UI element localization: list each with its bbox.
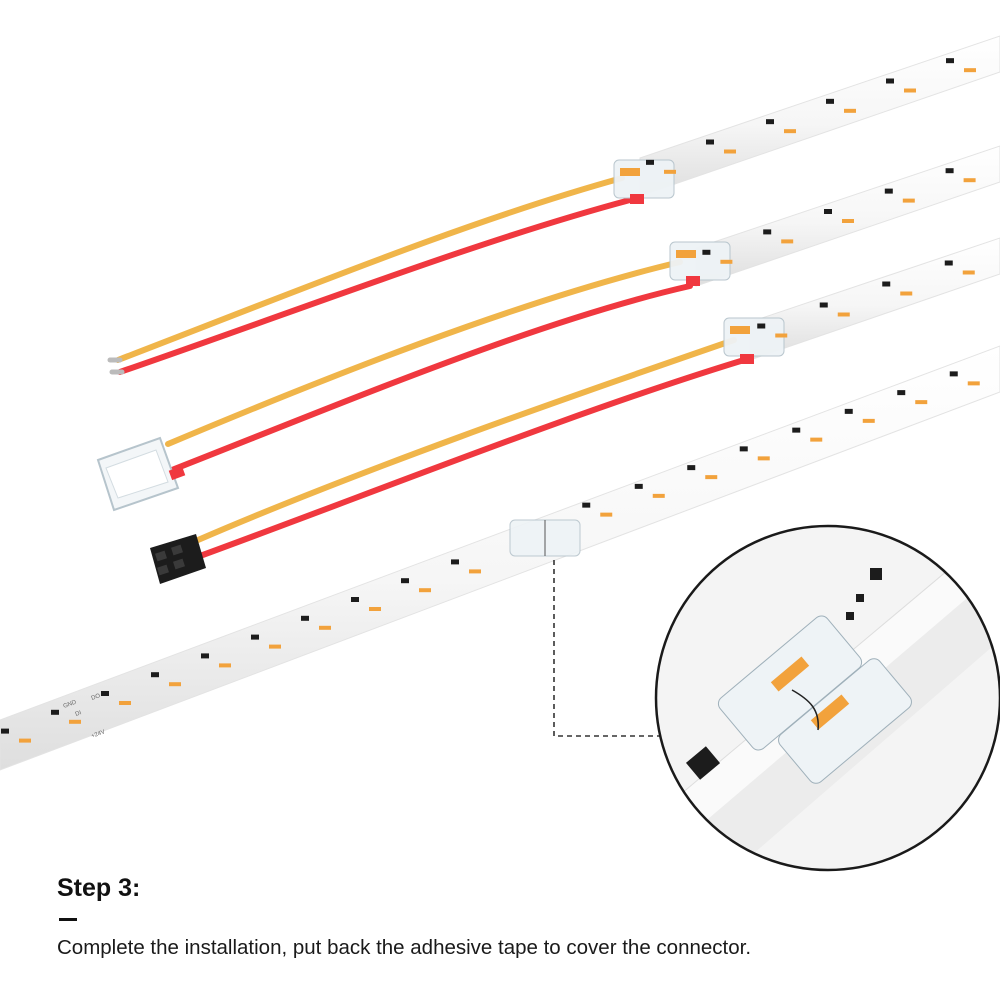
- zoom-leader-line: [553, 560, 662, 737]
- led-emitter: [724, 149, 736, 154]
- ic-chip: [706, 139, 714, 145]
- strip-clip-connector-2: [669, 241, 731, 286]
- ic-chip: [884, 188, 893, 194]
- ic-chip: [201, 653, 209, 659]
- strip-label-24v: +24V: [91, 729, 106, 739]
- ic-chip: [792, 427, 801, 433]
- ic-chip: [251, 634, 259, 640]
- ic-chip: [897, 390, 906, 396]
- strip-clip-connector-3: [723, 317, 785, 364]
- led-emitter: [757, 456, 770, 461]
- ic-chip: [763, 229, 772, 235]
- ic-chip: [451, 559, 459, 565]
- led-emitter: [784, 129, 796, 134]
- ic-chip: [844, 408, 853, 414]
- led-emitter: [781, 239, 794, 244]
- ic-chip: [944, 260, 953, 266]
- strip-joint-connector: [509, 519, 581, 557]
- ic-chip: [634, 483, 643, 489]
- led-emitter: [964, 68, 976, 73]
- strip-label-do: DO: [91, 693, 102, 702]
- ic-chip: [351, 597, 359, 602]
- led-emitter: [810, 437, 823, 442]
- ic-chip: [401, 578, 409, 584]
- ic-chip: [1, 728, 9, 734]
- led-emitter: [664, 169, 676, 174]
- led-emitter: [915, 400, 928, 405]
- led-emitter: [169, 682, 181, 687]
- led-emitter: [705, 475, 718, 480]
- led-emitter: [967, 381, 980, 386]
- ic-chip: [819, 302, 828, 308]
- led-strip-3: [749, 237, 1000, 361]
- led-emitter: [902, 198, 915, 203]
- led-emitter: [837, 312, 850, 317]
- ic-chip: [646, 159, 654, 165]
- led-emitter: [963, 178, 976, 183]
- zoom-detail: [654, 524, 1000, 872]
- ic-chip: [886, 78, 894, 84]
- led-emitter: [842, 219, 854, 223]
- jst-sm-connector-icon: [150, 534, 206, 584]
- led-strip-main: [0, 345, 1000, 771]
- led-emitter: [775, 333, 788, 338]
- led-emitter: [119, 701, 131, 705]
- ic-chip: [101, 691, 109, 696]
- strip-chips: [1, 58, 980, 743]
- strip-label-gnd: GND: [63, 699, 78, 709]
- led-emitter: [19, 738, 31, 743]
- ic-chip: [826, 98, 834, 104]
- led-emitter: [69, 719, 81, 724]
- ic-chip: [51, 709, 59, 715]
- led-emitter: [600, 512, 613, 517]
- ic-chip: [949, 371, 958, 377]
- ic-chip: [687, 465, 696, 471]
- led-emitter: [720, 259, 733, 264]
- ic-chip: [301, 615, 309, 621]
- led-emitter: [904, 88, 916, 93]
- led-emitter: [962, 270, 975, 275]
- ic-chip: [824, 209, 832, 214]
- led-emitter: [219, 663, 231, 668]
- ic-chip: [766, 119, 774, 125]
- led-emitter: [652, 493, 665, 498]
- ic-chip: [757, 323, 766, 329]
- step-title: Step 3:: [57, 874, 141, 902]
- ic-chip: [702, 249, 711, 255]
- led-emitter: [369, 607, 381, 611]
- ic-chip: [882, 281, 891, 287]
- step-description: Complete the installation, put back the …: [57, 936, 752, 959]
- wire-pair-3: [195, 337, 747, 559]
- led-emitter: [469, 569, 481, 574]
- strip-clip-connector-1: [613, 159, 675, 204]
- wire-pair-2: [165, 259, 693, 473]
- strip-clip-connector-icon: [96, 436, 186, 512]
- led-emitter: [319, 625, 331, 630]
- ic-chip: [945, 168, 954, 174]
- wire-pair-1: [107, 175, 633, 375]
- ic-chip: [151, 672, 159, 678]
- led-emitter: [900, 291, 913, 296]
- ic-chip: [582, 502, 591, 508]
- ic-chip: [946, 58, 954, 64]
- strip-label-di: DI: [75, 710, 83, 718]
- title-underline: [59, 918, 77, 921]
- ic-chip: [739, 446, 748, 452]
- led-emitter: [862, 418, 875, 423]
- led-emitter: [269, 644, 281, 649]
- led-emitter: [419, 588, 431, 593]
- led-emitter: [844, 108, 856, 113]
